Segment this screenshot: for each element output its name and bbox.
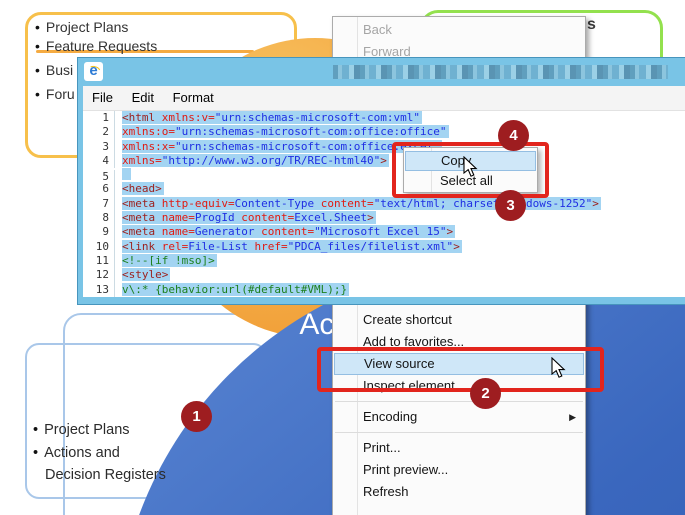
selected-text: [122, 168, 131, 181]
cursor-arrow-icon: [551, 357, 566, 378]
selected-text: <meta http-equiv=Content-Type content="t…: [122, 196, 601, 210]
line-number: 8: [83, 211, 115, 226]
code-line: 8 <meta name=ProgId content=Excel.Sheet>: [83, 211, 685, 226]
code-line: 13 v\:* {behavior:url(#default#VML);}: [83, 282, 685, 297]
menu-item-print[interactable]: Print...: [363, 440, 401, 455]
line-number: 2: [83, 125, 115, 140]
list-item: •Project Plans: [35, 19, 129, 35]
line-number: 13: [83, 282, 115, 297]
code-line: 7 <meta http-equiv=Content-Type content="…: [83, 196, 685, 212]
step-badge-4: 4: [498, 120, 529, 151]
selected-text: <meta name=Generator content="Microsoft …: [122, 225, 456, 239]
line-number: 7: [83, 196, 115, 212]
step-badge-1: 1: [181, 401, 212, 432]
bullet-icon: •: [35, 86, 40, 102]
code-line: 9 <meta name=Generator content="Microsoft…: [83, 225, 685, 240]
internet-explorer-icon[interactable]: e: [84, 62, 103, 81]
selected-text: xmlns:x="urn:schemas-microsoft-com:offic…: [122, 139, 442, 153]
code-line: 6 <head>: [83, 182, 685, 197]
line-number: 5: [83, 170, 115, 185]
code-line: 5: [83, 168, 685, 185]
list-item: •Actions and: [33, 445, 120, 461]
line-number: 9: [83, 225, 115, 240]
source-code-area[interactable]: 1 <html xmlns:v="urn:schemas-microsoft-co…: [83, 111, 685, 297]
code-line: 4 xmlns="http://www.w3.org/TR/REC-html40"…: [83, 153, 685, 169]
menu-item-select-all[interactable]: Select all: [440, 173, 493, 188]
step-badge-2: 2: [470, 378, 501, 409]
line-number: 10: [83, 239, 115, 254]
cursor-arrow-icon: [463, 156, 478, 177]
annotation-box-view-source: [317, 347, 604, 392]
menu-item-forward[interactable]: Forward: [363, 44, 411, 59]
menu-item-view-source[interactable]: View source: [334, 353, 584, 375]
menu-item-back[interactable]: Back: [363, 22, 392, 37]
menu-edit[interactable]: Edit: [131, 90, 154, 105]
bullet-icon: •: [33, 445, 39, 461]
annotation-box-copy: [392, 142, 549, 198]
line-number: 3: [83, 139, 115, 154]
selected-text: <meta name=ProgId content=Excel.Sheet>: [122, 211, 376, 225]
bullet-icon: •: [33, 422, 39, 438]
list-item: •Foru: [35, 86, 75, 102]
line-number: 4: [83, 153, 115, 169]
list-item: Decision Registers: [45, 467, 166, 483]
bullet-icon: •: [35, 19, 40, 35]
list-item: •Busi: [35, 62, 74, 78]
code-line: 11 <!--[if !mso]>: [83, 253, 685, 269]
source-window: e File Edit Format 1 <html xmlns:v="urn:s…: [78, 58, 685, 304]
selected-text: <link rel=File-List href="PDCA_files/fil…: [122, 239, 462, 253]
selected-text: <style>: [122, 268, 171, 282]
step-badge-3: 3: [495, 190, 526, 221]
menu-separator: [335, 432, 583, 433]
code-line: 12 <style>: [83, 268, 685, 283]
code-line: 10 <link rel=File-List href="PDCA_files/f…: [83, 239, 685, 254]
selected-text: <head>: [122, 182, 164, 196]
code-line: 2 xmlns:o="urn:schemas-microsoft-com:offi…: [83, 125, 685, 140]
selected-text: <html xmlns:v="urn:schemas-microsoft-com…: [122, 111, 423, 124]
menu-format[interactable]: Format: [172, 90, 214, 105]
submenu-arrow-icon: ▶: [569, 412, 576, 422]
menu-item-encoding[interactable]: Encoding▶: [333, 406, 585, 428]
code-line: 1 <html xmlns:v="urn:schemas-microsoft-co…: [83, 111, 685, 126]
menu-file[interactable]: File: [92, 90, 113, 105]
line-number: 6: [83, 182, 115, 197]
menu-item-create-shortcut[interactable]: Create shortcut: [363, 312, 452, 327]
selected-text: xmlns:o="urn:schemas-microsoft-com:offic…: [122, 125, 449, 139]
line-number: 1: [83, 111, 115, 126]
menu-item-add-to-favorites[interactable]: Add to favorites...: [363, 334, 465, 349]
window-menubar: File Edit Format: [83, 86, 685, 111]
orange-arc-line: [36, 50, 254, 53]
line-number: 12: [83, 268, 115, 283]
text-fragment: s: [587, 16, 596, 33]
window-titlebar[interactable]: e: [78, 58, 685, 86]
redacted-window-title: [333, 65, 668, 79]
window-body: File Edit Format 1 <html xmlns:v="urn:sch…: [83, 86, 685, 297]
code-line: 3 xmlns:x="urn:schemas-microsoft-com:offi…: [83, 139, 685, 154]
bullet-icon: •: [35, 38, 40, 54]
selected-text: v\:* {behavior:url(#default#VML);}: [122, 282, 350, 296]
bullet-icon: •: [35, 62, 40, 78]
line-number: 11: [83, 253, 115, 269]
list-item: •Feature Requests: [35, 38, 158, 54]
list-item: •Project Plans: [33, 422, 130, 438]
menu-item-refresh[interactable]: Refresh: [363, 484, 409, 499]
selected-text: xmlns="http://www.w3.org/TR/REC-html40">: [122, 153, 389, 167]
menu-item-print-preview[interactable]: Print preview...: [363, 462, 449, 477]
menu-separator: [335, 401, 583, 402]
selected-text: <!--[if !mso]>: [122, 253, 217, 267]
